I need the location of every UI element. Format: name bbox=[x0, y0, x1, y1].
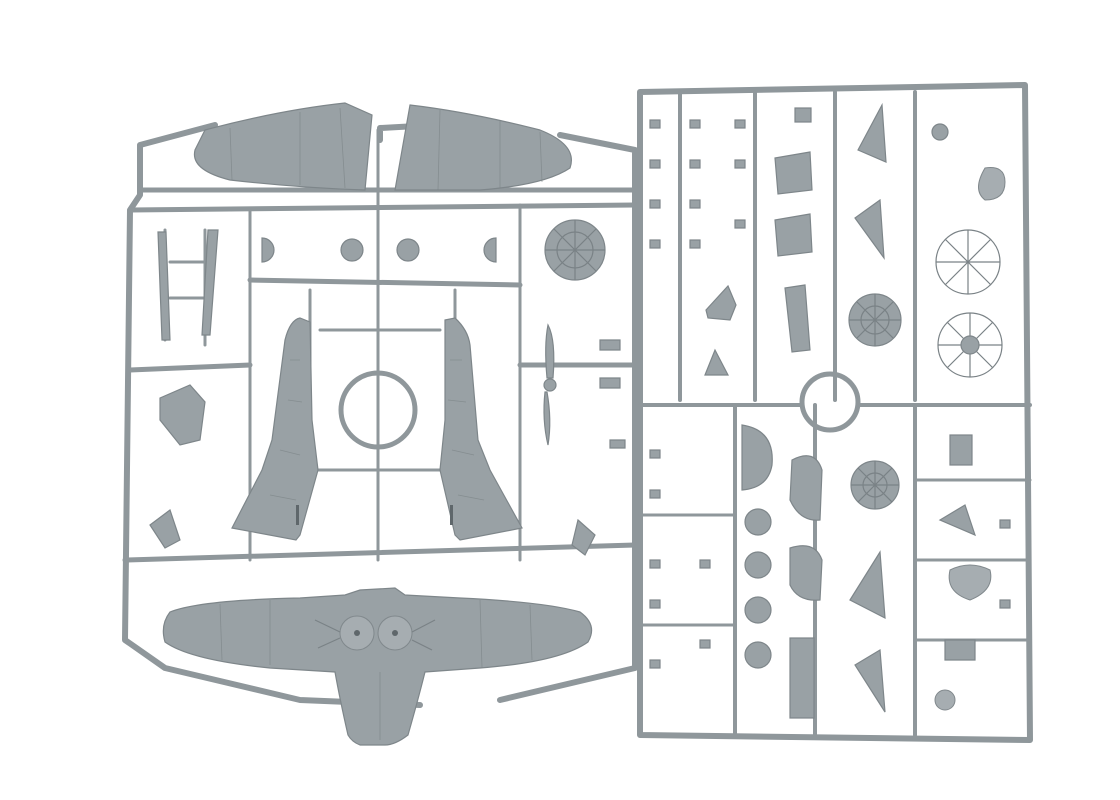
engine-cylinders bbox=[848, 293, 902, 510]
fuselage-half-left bbox=[231, 317, 319, 541]
propeller bbox=[543, 323, 557, 446]
cowling-front bbox=[544, 219, 606, 281]
left-sprue bbox=[122, 102, 638, 746]
fuselage-half-right bbox=[439, 317, 523, 541]
right-sprue bbox=[637, 82, 1033, 743]
upper-wing-right bbox=[394, 104, 572, 191]
wheels bbox=[935, 229, 1003, 378]
small-details bbox=[649, 119, 1011, 669]
upper-wing-left bbox=[193, 102, 373, 191]
lower-wing bbox=[162, 587, 593, 746]
